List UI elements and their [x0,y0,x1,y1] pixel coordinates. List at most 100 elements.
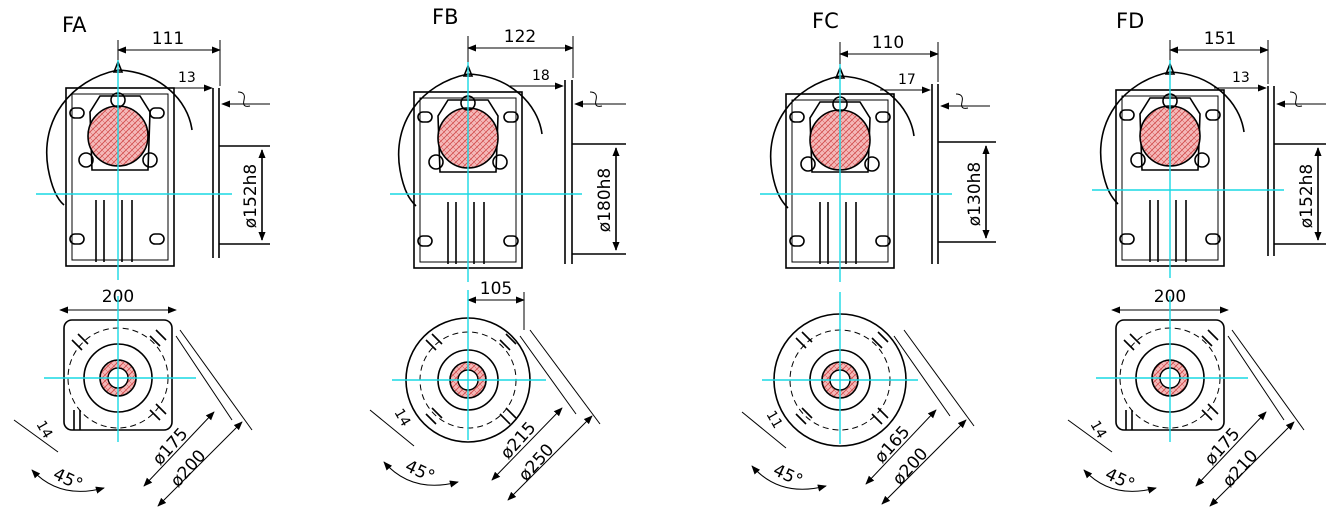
bolt-slot [499,333,517,351]
housing-outline-arc [46,69,119,206]
bolt-slot [875,235,891,247]
side-view: 111 13 ø152h8 [36,29,270,280]
variant-fa: FA [13,13,270,507]
dim-line-hole [1067,419,1113,453]
flange-face [1139,97,1201,171]
bolt-slot [1205,233,1221,245]
mount-hole-right [142,152,158,168]
dim-spigot-diameter: ø152h8 [1297,164,1317,228]
dim-flange-thickness: 13 [1232,70,1250,86]
front-view: 200 14 45° ø175 ø200 [13,287,253,507]
side-view: 151 13 ø152h8 [1092,29,1326,278]
dim-angle: 45° [770,460,806,491]
bolt-slot [425,333,443,351]
bolt-slot [795,331,813,349]
dim-spigot-diameter: ø152h8 [241,164,261,228]
bolt-slot [149,329,167,347]
dim-ext [175,335,233,421]
detail-tick [1289,91,1303,107]
mount-hole-left [1130,152,1146,168]
spigot-extension [938,141,996,243]
bolt-slot [1125,410,1133,430]
housing-outline-arc-right [117,69,193,131]
dim-arc-angle [1083,469,1157,494]
bolt-slot [795,407,813,425]
dim-line-outer [881,419,967,505]
detail-tick [237,91,251,107]
dim-flange-thickness: 13 [178,70,196,86]
dim-flange-offset: 110 [872,33,904,53]
mount-hole-right [492,154,508,170]
housing-outline-arc-right [467,73,543,135]
bolt-slot [149,233,165,245]
variant-label: FD [1116,9,1144,33]
bolt-slot [1205,109,1221,121]
variant-fb: FB 122 [369,5,626,501]
bolt-slot [875,111,891,123]
dim-line-outer [157,421,243,507]
bolt-slot [789,111,805,123]
mount-hole-left [428,154,444,170]
bolt-slot [503,235,519,247]
dim-flange-offset: 151 [1204,29,1236,49]
flange-face [89,95,151,171]
variant-fd: FD 151 [1067,9,1326,507]
bolt-slot [1123,333,1141,351]
bolt-slot [1201,329,1219,347]
bolt-slot [425,407,443,425]
front-view: 105 14 45° ø215 ø250 [369,279,601,501]
flange-face [809,101,871,173]
dim-flange-thickness: 18 [532,68,550,84]
dim-flange-offset: 122 [504,27,536,47]
dim-hole-diameter: 11 [763,408,786,431]
spigot-extension [219,145,270,245]
dim-flange-offset: 111 [152,29,184,49]
dim-hole-diameter: 14 [33,418,56,442]
dim-line-hole [741,411,787,449]
bolt-slot [149,403,167,421]
mount-hole-right [864,156,880,172]
dim-ext [179,329,253,431]
mount-hole-left [800,156,816,172]
side-view: 122 18 ø180h8 [390,27,626,282]
dim-ext [529,329,601,425]
variant-fc: FC 110 [741,9,996,505]
dim-angle: 45° [402,456,438,487]
bolt-slot [69,107,85,119]
dim-line-hole [13,419,59,453]
dim-line-outer [1209,421,1295,507]
dim-hole-diameter: 14 [1087,418,1110,442]
front-view: 200 14 45° ø175 ø210 [1067,287,1305,507]
housing-body [65,87,175,267]
housing-outline-arc [397,73,469,207]
bolt-slot [871,407,889,425]
dim-ext [903,329,975,427]
bolt-slot [417,235,433,247]
bolt-slot [871,331,889,349]
bolt-slot [69,233,85,245]
dim-ext [1227,335,1285,421]
mount-hole-right [1194,152,1210,168]
bolt-slot [417,111,433,123]
bolt-slot [149,107,165,119]
dim-arc-angle [751,465,827,492]
dim-hole-diameter: 14 [391,406,414,430]
housing-outline-arc [1099,71,1171,205]
housing-outline-arc-right [1169,71,1245,133]
spigot-extension [572,143,626,255]
flange-face [437,99,499,173]
dim-spigot-diameter: ø180h8 [595,168,615,232]
bolt-slot [71,333,89,351]
bolt-slot [1119,233,1135,245]
dim-spigot-diameter: ø130h8 [965,162,985,226]
dim-line-hole [369,409,415,447]
mount-hole-left [78,152,94,168]
bolt-slot [503,111,519,123]
housing-outline-arc-right [839,75,915,137]
dim-angle: 45° [50,464,86,495]
bolt-slot [1119,109,1135,121]
dim-ext [519,335,577,415]
variant-label: FB [432,5,459,29]
variant-label: FC [812,9,839,33]
spigot-extension [1274,143,1326,245]
